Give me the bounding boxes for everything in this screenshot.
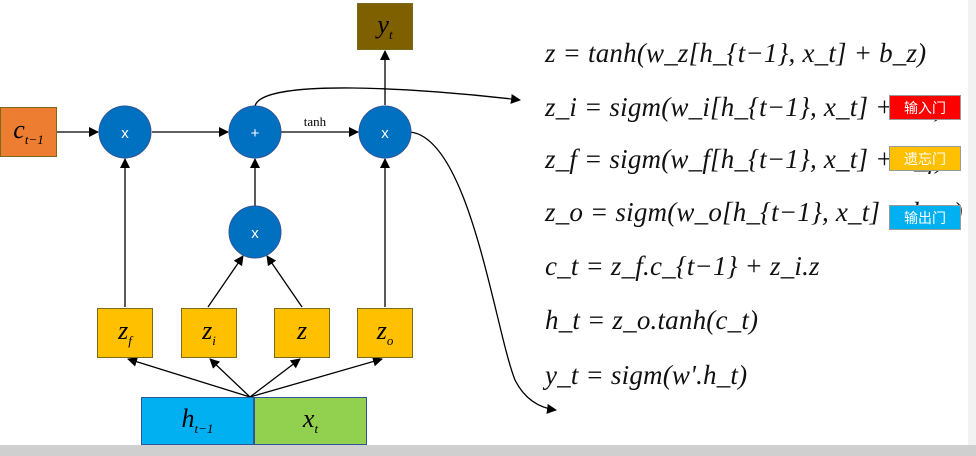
hidden-prev-box: ht−1 (141, 397, 254, 445)
equation-output: y_t = sigm(w'.h_t) (545, 360, 748, 390)
forget-gate-tag: 遗忘门 (889, 146, 961, 171)
output-gate-tag: 输出门 (889, 205, 961, 230)
cell-state-prev-box: ct−1 (0, 107, 57, 157)
input-x-box: xt (254, 397, 367, 445)
op-add-label: + (251, 125, 260, 142)
edge-add-to-equations (254, 87, 521, 107)
output-gate-box: zo (357, 308, 413, 358)
right-edge-bar (968, 0, 976, 445)
bottom-scroll-bar[interactable] (0, 445, 976, 456)
cell-state-prev-label: ct−1 (13, 115, 44, 148)
candidate-label: z (296, 316, 308, 346)
equation-forget-gate: z_f = sigm(w_f[h_{t−1}, x_t] + b_f) (545, 144, 945, 174)
equation-input-gate: z_i = sigm(w_i[h_{t−1}, x_t] + b_i) (545, 92, 945, 122)
edge-input-to-z (249, 358, 301, 398)
mul-input-node (228, 205, 282, 259)
output-y-box: yt (357, 3, 413, 50)
edge-input-to-zo (249, 356, 383, 398)
edge-input-to-zf (127, 356, 251, 398)
equation-hidden-state: h_t = z_o.tanh(c_t) (545, 305, 759, 335)
op-mulout-label: x (381, 125, 389, 142)
hidden-prev-label: ht−1 (181, 404, 214, 437)
equation-candidate: z = tanh(w_z[h_{t−1}, x_t] + b_z) (545, 38, 927, 68)
edge-z-to-mulin (266, 255, 303, 308)
edge-mulout-to-output (409, 131, 557, 414)
input-gate-label: zi (202, 316, 216, 349)
equation-cell-state: c_t = z_f.c_{t−1} + z_i.z (545, 251, 820, 281)
input-gate-box: zi (181, 308, 237, 358)
output-gate-label: zo (376, 316, 394, 349)
edge-input-to-zi (209, 358, 251, 398)
candidate-box: z (274, 308, 330, 358)
tanh-edge-label: tanh (304, 114, 327, 129)
output-y-label: yt (377, 9, 393, 43)
input-x-label: xt (302, 404, 319, 437)
mul-output-node (358, 105, 412, 159)
add-node (228, 105, 282, 159)
op-mulin-label: x (251, 225, 259, 242)
mul-forget-node (98, 105, 152, 159)
edge-zi-to-mulin (207, 255, 244, 308)
input-gate-tag: 输入门 (889, 95, 961, 120)
op-mul1-label: x (121, 125, 129, 142)
forget-gate-box: zf (97, 308, 153, 358)
forget-gate-label: zf (118, 316, 132, 349)
